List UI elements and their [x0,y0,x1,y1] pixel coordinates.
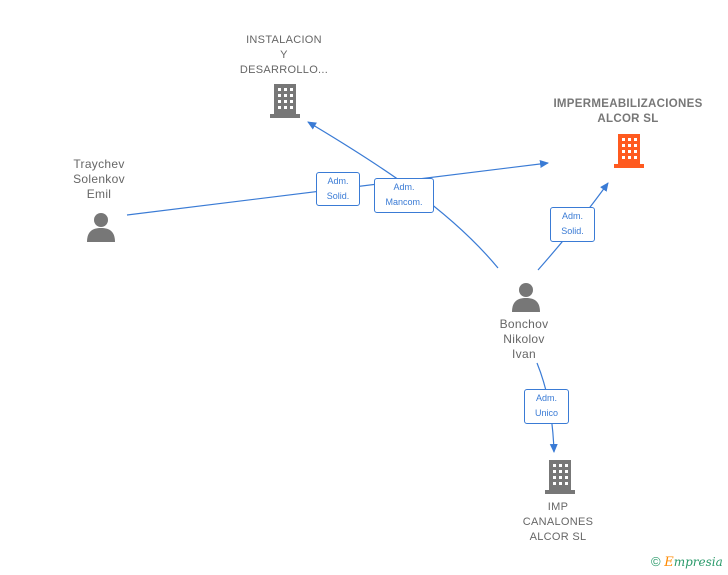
edge-label-adm-mancom[interactable]: Adm. Mancom. [374,178,434,213]
edge-label-line1: Adm. [561,211,583,221]
brand-name: mpresia [673,555,723,569]
edge-label-line1: Adm. [327,176,349,186]
node-label-imp-canalones[interactable]: IMP CANALONES ALCOR SL [522,501,594,543]
edge-label-adm-unico[interactable]: Adm. Unico [524,389,569,424]
person-icon [512,283,540,312]
edge-label-line2: Solid. [326,191,350,201]
edge-label-line2: Unico [534,408,558,418]
edge-label-line1: Adm. [535,393,557,403]
edge-label-adm-solid[interactable]: Adm. Solid. [316,172,360,206]
edge-label-line2: Mancom. [385,197,423,207]
node-label-bonchov[interactable]: Bonchov Nikolov Ivan [499,317,549,361]
brand-initial: E [664,555,674,570]
edge-label-line1: Adm. [393,182,415,192]
edge-label-line2: Solid. [561,226,584,236]
person-icon [87,213,115,242]
building-icon [270,84,300,118]
building-icon [545,460,575,494]
node-label-impermeabilizaciones[interactable]: IMPERMEABILIZACIONES ALCOR SL [553,98,703,125]
node-label-instalacion[interactable]: INSTALACION Y DESARROLLO... [239,34,329,76]
brand-logo: © Empresia [651,554,723,570]
copyright-symbol: © [651,554,661,569]
edge-label-adm-solid[interactable]: Adm. Solid. [550,207,595,242]
building-icon [614,134,644,168]
node-label-traychev[interactable]: Traychev Solenkov Emil [73,157,125,201]
